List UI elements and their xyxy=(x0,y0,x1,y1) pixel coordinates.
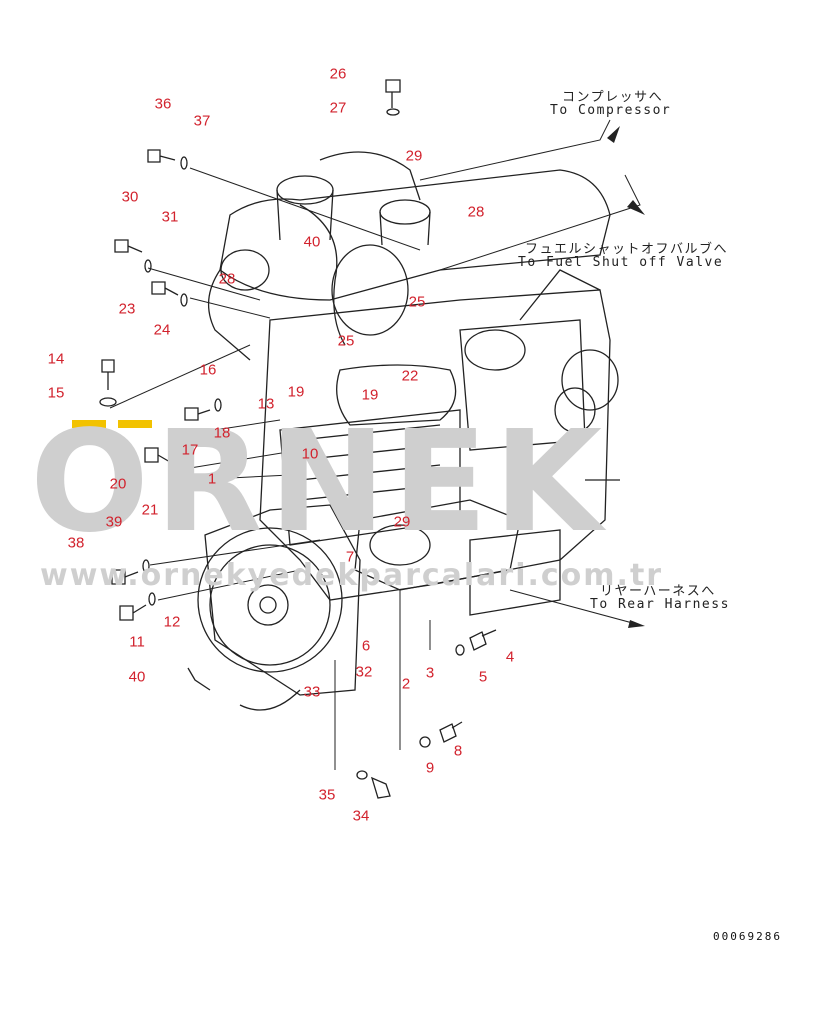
part-label-25b: 25 xyxy=(337,332,355,350)
part-label-40b: 40 xyxy=(128,668,146,686)
part-label-20: 20 xyxy=(109,475,127,493)
part-label-13: 13 xyxy=(257,395,275,413)
document-id: 00069286 xyxy=(713,930,782,943)
part-label-21: 21 xyxy=(141,501,159,519)
part-label-34: 34 xyxy=(352,807,370,825)
part-label-2: 2 xyxy=(401,675,411,693)
part-label-25a: 25 xyxy=(408,293,426,311)
part-label-15: 15 xyxy=(47,384,65,402)
part-label-27: 27 xyxy=(329,99,347,117)
part-label-1: 1 xyxy=(207,470,217,488)
part-label-39: 39 xyxy=(105,513,123,531)
watermark-url: www.ornekyedekparcalari.com.tr xyxy=(40,558,664,593)
watermark-brand: ORNEK xyxy=(30,401,609,564)
part-label-26: 26 xyxy=(329,65,347,83)
note-compressor-en: To Compressor xyxy=(550,103,672,118)
part-label-24: 24 xyxy=(153,321,171,339)
part-label-18: 18 xyxy=(213,424,231,442)
part-label-22: 22 xyxy=(401,367,419,385)
part-label-31: 31 xyxy=(161,208,179,226)
part-label-28b: 28 xyxy=(218,270,236,288)
part-label-14: 14 xyxy=(47,350,65,368)
part-label-23: 23 xyxy=(118,300,136,318)
note-rear-en: To Rear Harness xyxy=(590,597,730,612)
part-label-10: 10 xyxy=(301,445,319,463)
part-label-32: 32 xyxy=(355,663,373,681)
note-fuel-jp: フュエルシャットオフバルブへ xyxy=(525,242,729,257)
part-label-9: 9 xyxy=(425,759,435,777)
part-label-11: 11 xyxy=(129,633,145,651)
part-label-3: 3 xyxy=(425,664,435,682)
part-label-19a: 19 xyxy=(287,383,305,401)
note-rear-jp: リヤーハーネスへ xyxy=(600,584,716,599)
part-label-36: 36 xyxy=(154,95,172,113)
part-label-8: 8 xyxy=(453,742,463,760)
part-label-17: 17 xyxy=(181,441,199,459)
part-label-40a: 40 xyxy=(303,233,321,251)
part-label-37: 37 xyxy=(193,112,211,130)
part-label-5: 5 xyxy=(478,668,488,686)
part-label-35: 35 xyxy=(318,786,336,804)
part-label-16: 16 xyxy=(199,361,217,379)
part-label-4: 4 xyxy=(505,648,515,666)
part-label-38: 38 xyxy=(67,534,85,552)
part-label-33: 33 xyxy=(303,683,321,701)
note-fuel-en: To Fuel Shut off Valve xyxy=(518,255,724,270)
watermark-logo xyxy=(72,420,152,428)
part-label-12: 12 xyxy=(163,613,181,631)
part-label-6: 6 xyxy=(361,637,371,655)
part-label-19b: 19 xyxy=(361,386,379,404)
note-compressor-jp: コンプレッサへ xyxy=(562,90,664,105)
part-label-29b: 29 xyxy=(393,513,411,531)
part-label-28a: 28 xyxy=(467,203,485,221)
part-label-7: 7 xyxy=(345,548,355,566)
part-label-30: 30 xyxy=(121,188,139,206)
part-label-29a: 29 xyxy=(405,147,423,165)
